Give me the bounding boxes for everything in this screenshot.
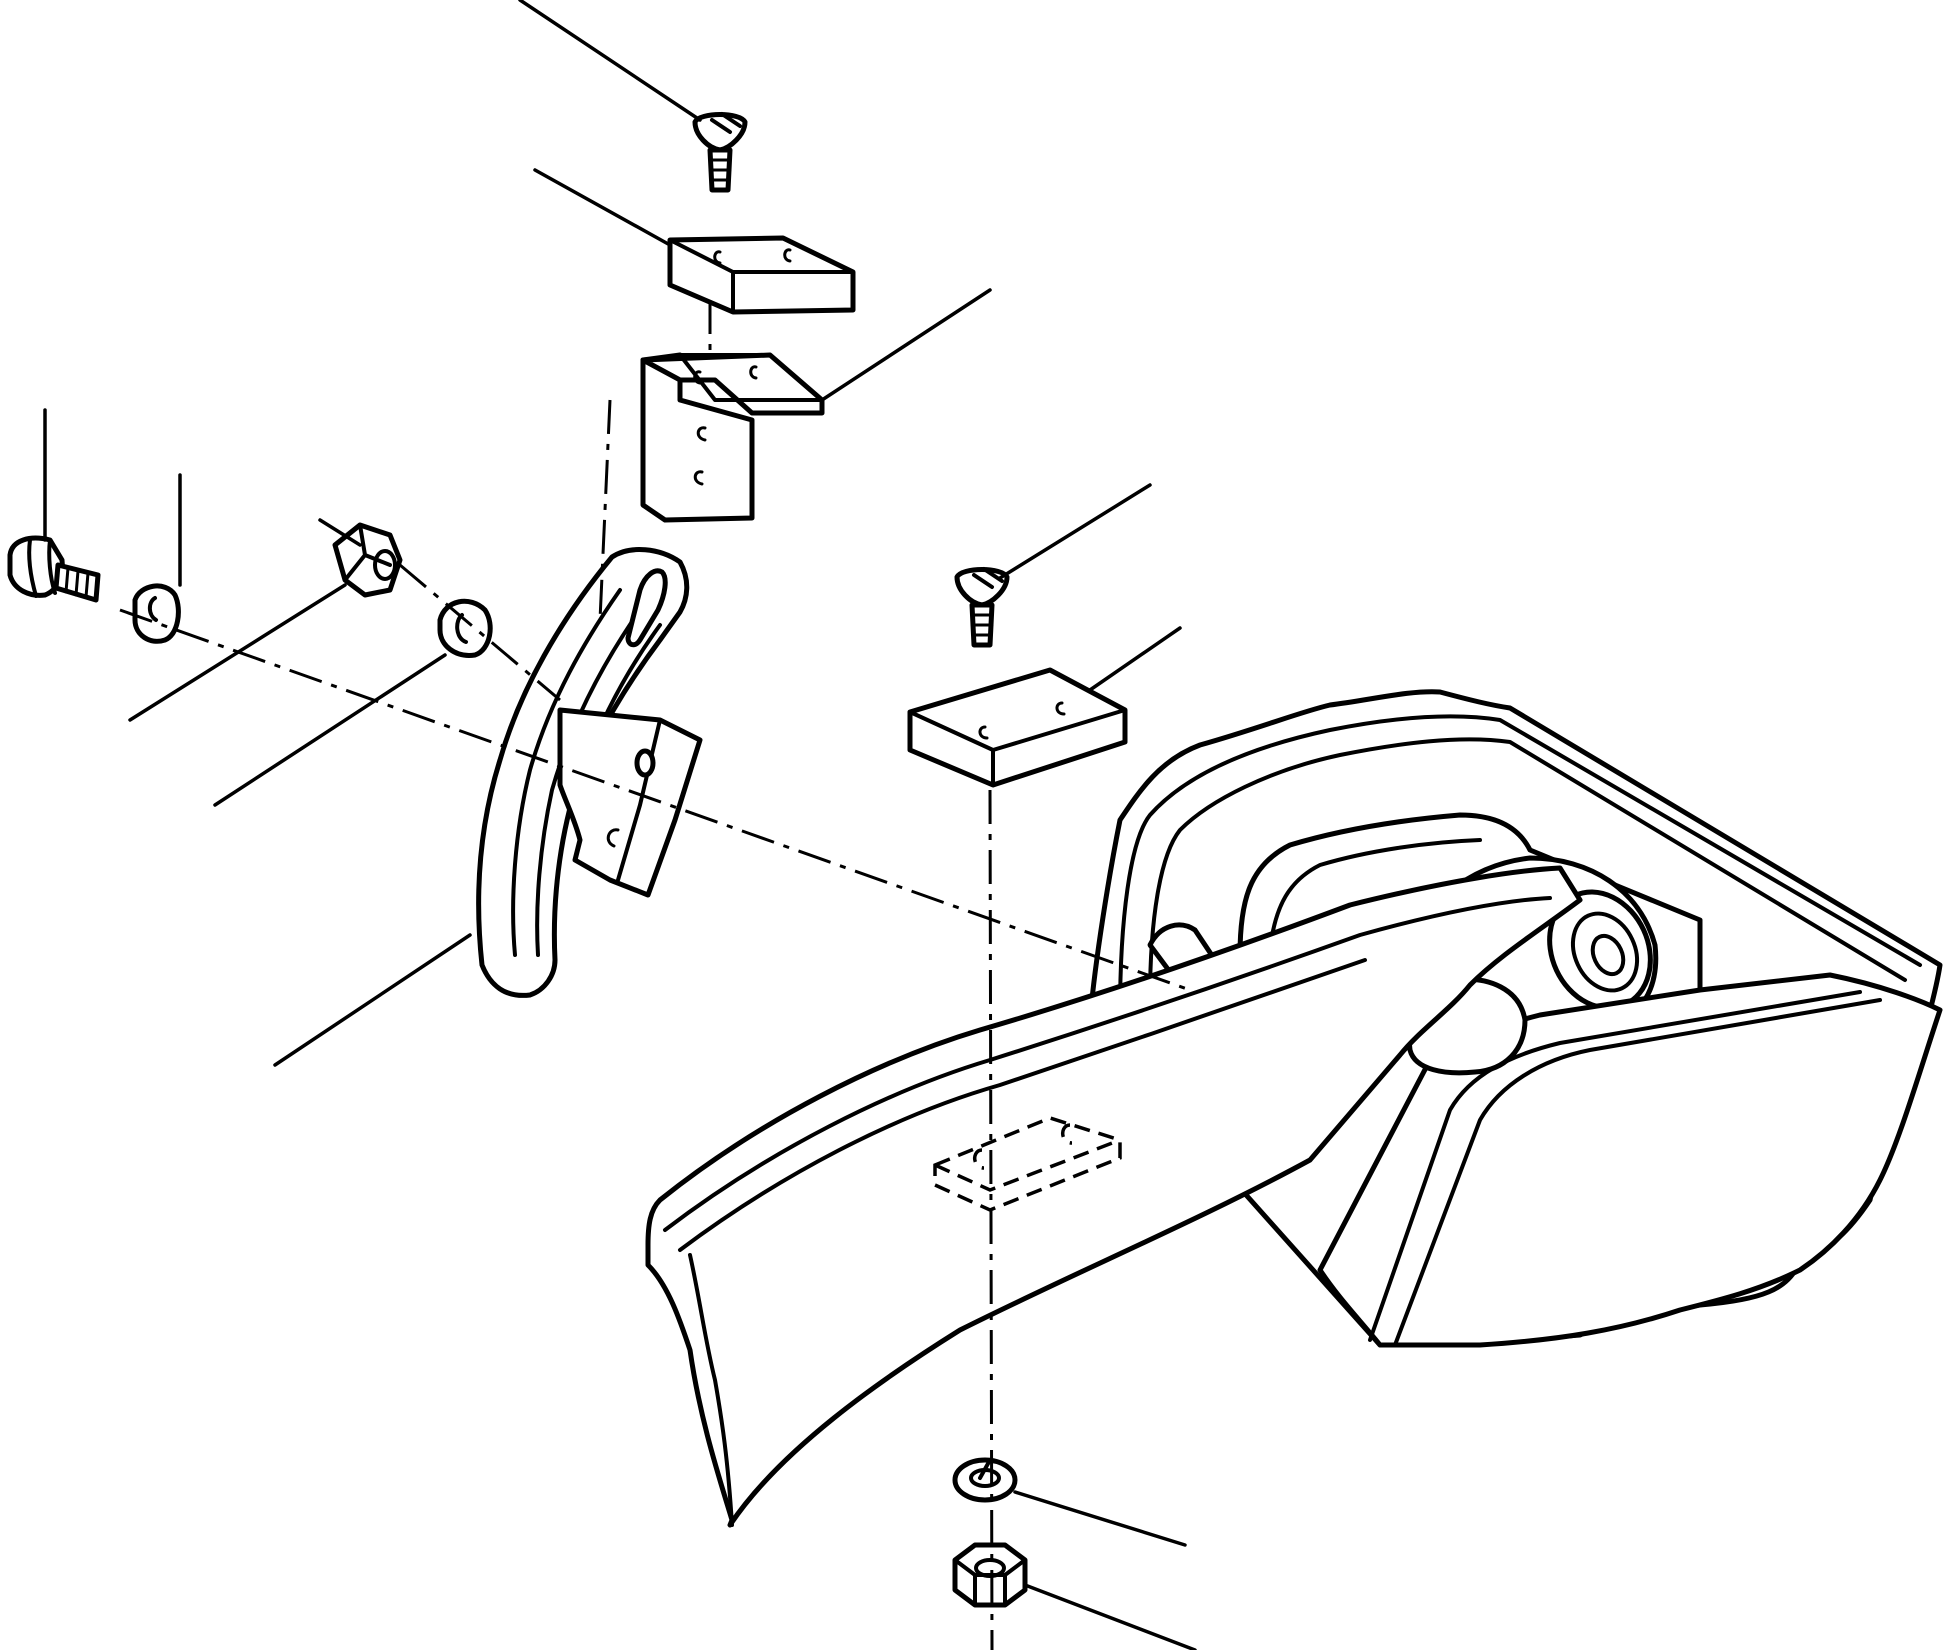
lower-block-top-face <box>908 668 1127 752</box>
upper-screw-head <box>692 112 748 153</box>
axis-bracket-to-quadrant <box>598 399 612 621</box>
sector-quadrant <box>476 547 703 998</box>
hidden-plate-hole-2 <box>1061 1123 1073 1145</box>
bracket-hole-4 <box>693 470 704 486</box>
quadrant-inner-slot-1 <box>511 588 622 957</box>
hidden-plate-hole-1 <box>973 1148 985 1170</box>
star-lock-washer <box>437 598 493 658</box>
main-beam-break-line <box>688 1253 734 1527</box>
ear-hole-lower <box>606 828 620 848</box>
hidden-plate-outline <box>933 1116 1122 1212</box>
upper-screw-thread <box>708 158 732 182</box>
lower-arm-inner-edge <box>1393 998 1882 1347</box>
hex-nut-bore <box>373 549 397 581</box>
lower-screw-thread <box>970 613 994 637</box>
center-lines <box>119 300 1191 1650</box>
frame-structure <box>645 689 1943 1528</box>
left-lock-washer-split <box>147 596 158 622</box>
hidden-plate <box>933 1116 1122 1212</box>
upper-screw-slot <box>710 112 742 134</box>
upper-screw <box>692 112 748 193</box>
leader-hex-nut <box>128 583 347 722</box>
angle-bracket <box>640 352 825 523</box>
left-lock-washer <box>132 583 181 644</box>
bracket-hole-1 <box>693 370 702 385</box>
axis-nut-to-washer <box>399 563 561 702</box>
bottom-fasteners <box>952 1457 1028 1608</box>
upper-block-top-face <box>668 236 855 274</box>
bottom-lock-washer-split <box>978 1458 992 1480</box>
quadrant-ear <box>557 707 703 898</box>
leader-lower-block <box>1088 626 1182 692</box>
leader-hex-nut-top <box>318 518 362 547</box>
lower-screw <box>954 567 1010 648</box>
upper-block-hole-1 <box>713 250 722 265</box>
hidden-plate-top-edge <box>934 1138 1121 1192</box>
bottom-hex-nut-face <box>953 1558 1027 1607</box>
leader-upper-block <box>533 168 672 247</box>
main-beam-top-edge <box>663 896 1552 1232</box>
axis-horizontal-left-stack <box>119 608 1191 992</box>
bracket-hole-3 <box>696 426 707 442</box>
leader-lines <box>43 0 1197 1650</box>
pivot-housing-edge <box>1268 838 1482 952</box>
upper-block-hole-2 <box>783 248 792 263</box>
roller-bore <box>1590 933 1626 977</box>
hex-bolt-thread <box>64 566 90 599</box>
lower-block-hole-1 <box>978 725 989 740</box>
quadrant-ear-edge <box>616 718 662 882</box>
axis-lower-screw-vertical <box>988 789 994 1650</box>
quadrant-inner-slot-2 <box>535 608 642 957</box>
leader-bottom-nut <box>1023 1583 1197 1650</box>
lower-screw-head <box>954 567 1010 608</box>
upper-block-body <box>667 235 856 315</box>
main-beam-top-edge-2 <box>678 958 1367 1252</box>
leader-lower-screw <box>998 483 1152 580</box>
frame-inner-channel <box>1118 714 1922 1017</box>
bottom-lock-washer <box>952 1457 1018 1503</box>
hex-nut-face <box>343 523 392 582</box>
leader-angle-bracket <box>820 288 992 402</box>
bracket-hole-2 <box>749 365 758 380</box>
lower-block-hole-2 <box>1055 701 1066 716</box>
leader-quadrant <box>273 933 472 1067</box>
quadrant-top-slot <box>625 568 668 648</box>
upper-spacer-block <box>667 235 856 315</box>
left-fasteners <box>7 522 493 658</box>
leader-upper-screw <box>518 0 702 122</box>
leader-bottom-washer <box>1013 1490 1187 1547</box>
lower-spacer-block <box>907 667 1128 788</box>
roller-end-inner <box>1570 911 1640 993</box>
frame-inner-channel-2 <box>1148 737 1907 1002</box>
leader-star-washer <box>213 653 447 807</box>
ear-hole-upper <box>634 748 656 778</box>
